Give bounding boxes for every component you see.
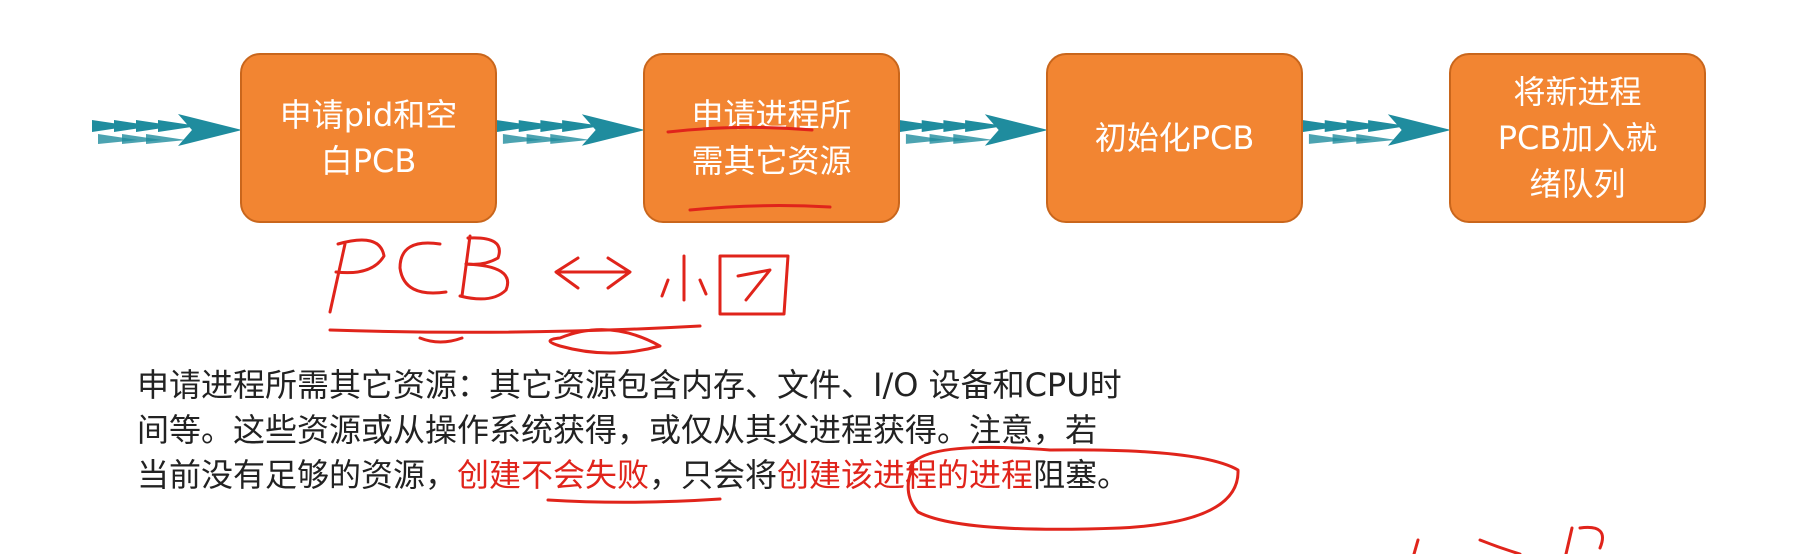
ink-mark-3 [1564,526,1574,554]
flow-step-init-pcb: 初始化PCB [1046,53,1303,223]
flow-step-add-to-ready-queue: 将新进程 PCB加入就 绪队列 [1449,53,1706,223]
highlight-parent-process: 创建该进程的进程 [777,456,1034,494]
flow-arrow-2 [497,114,645,146]
flow-arrow-4 [1303,114,1451,146]
line3-text-b: ，只会将 [649,456,778,494]
ink-mark-1 [1412,538,1420,554]
line3-text-c: 阻塞。 [1033,456,1130,494]
flow-arrow-3 [900,114,1048,146]
explanation-line-2: 间等。这些资源或从操作系统获得，或仅从其父进程获得。注意，若 [137,411,1098,449]
flow-arrow-1 [92,114,242,146]
flow-step-request-resources: 申请进程所 需其它资源 [643,53,900,223]
highlight-create-not-fail: 创建不会失败 [457,456,650,494]
explanation-text: 申请进程所需其它资源：其它资源包含内存、文件、I/O 设备和CPU时 间等。这些… [137,363,1337,498]
explanation-line-3: 当前没有足够的资源，创建不会失败，只会将创建该进程的进程阻塞。 [137,453,1337,498]
ink-pcb-mapping [328,234,790,355]
ink-underline-create-not-fail [546,497,722,504]
explanation-line-1: 申请进程所需其它资源：其它资源包含内存、文件、I/O 设备和CPU时 [137,366,1122,404]
flow-step-allocate-pid: 申请pid和空 白PCB [240,53,497,223]
ink-mark-2 [1478,538,1522,554]
line3-text-a: 当前没有足够的资源， [137,456,458,494]
ink-mark-4 [1578,525,1604,550]
